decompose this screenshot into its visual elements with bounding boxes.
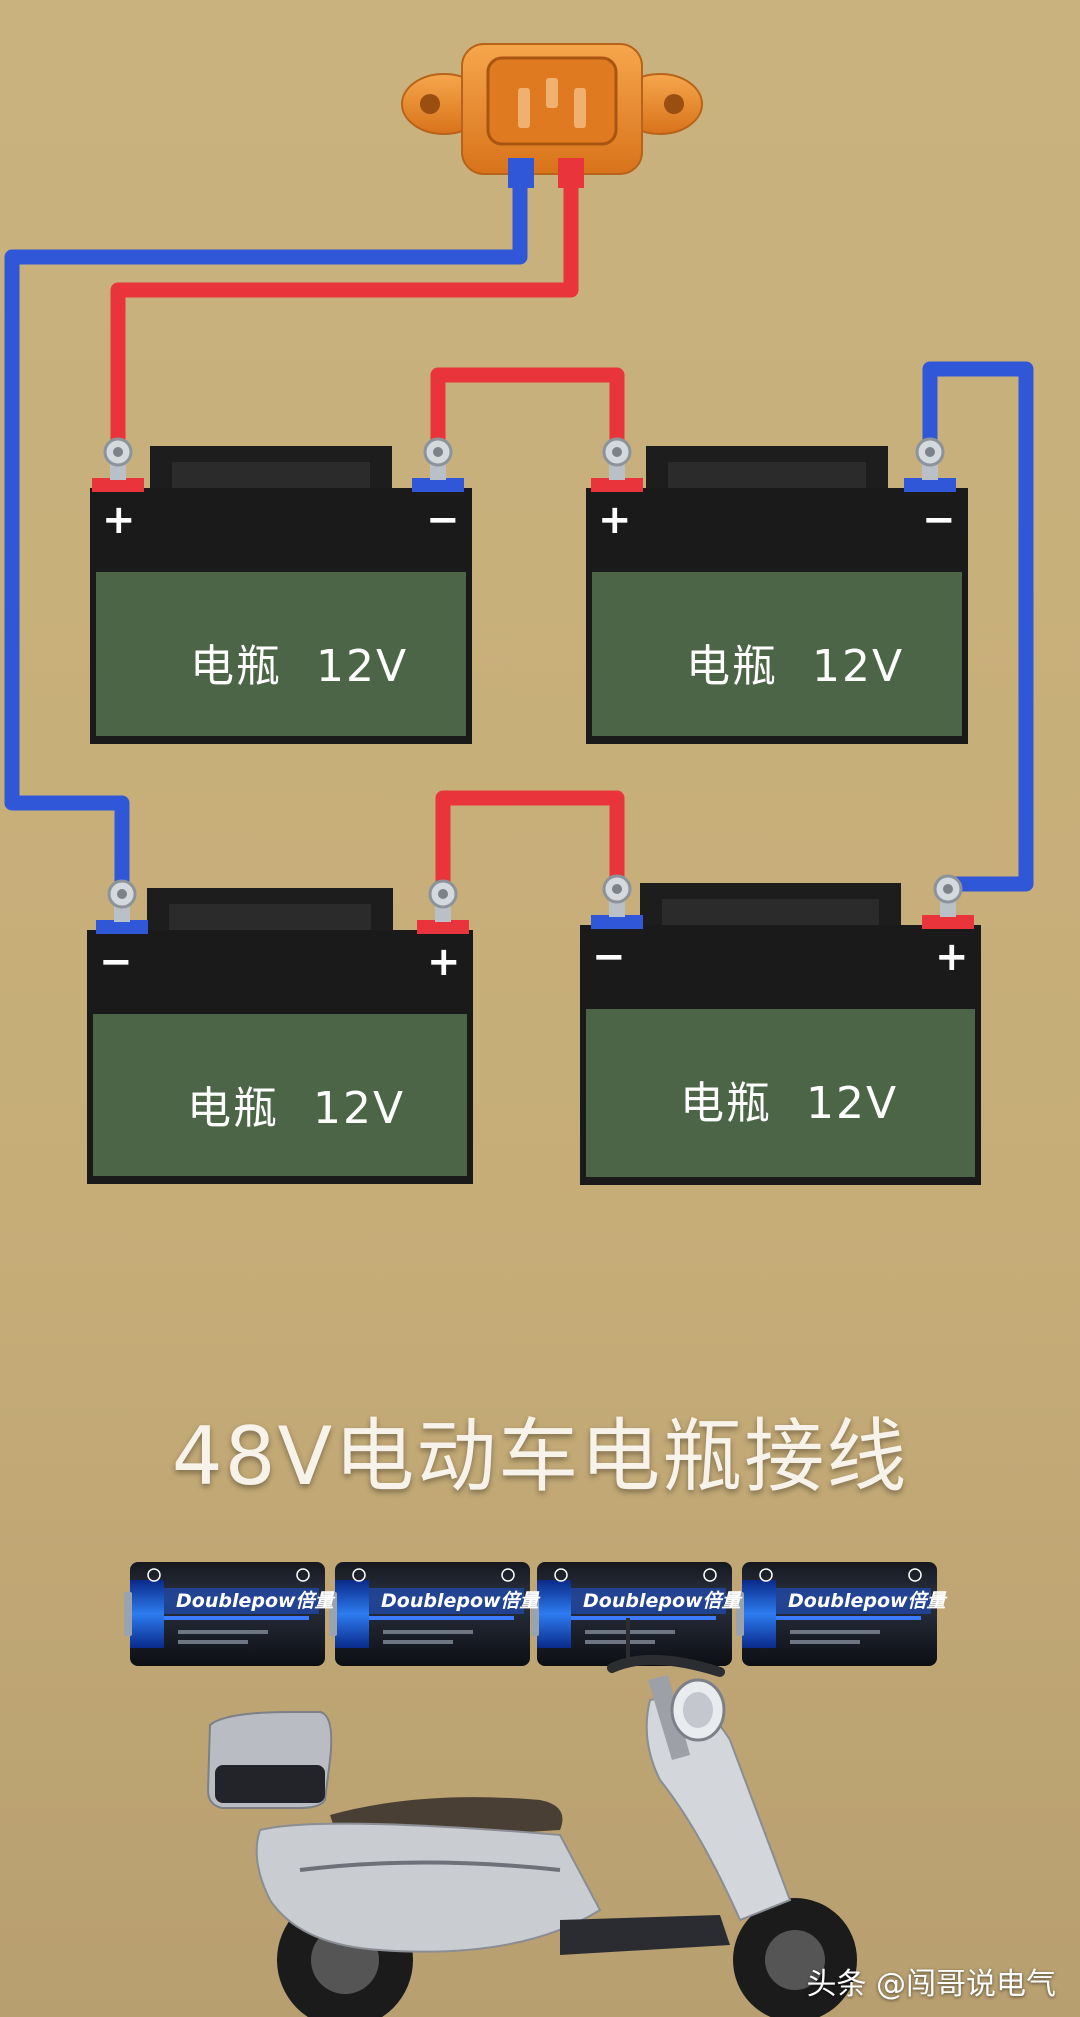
battery-label: 电瓶 12V: [686, 630, 904, 694]
right-side-wire: [922, 361, 1034, 892]
terminal-sign-right: −: [922, 497, 956, 543]
terminal-sign-left: +: [598, 497, 632, 543]
battery-label: 电瓶 12V: [680, 1067, 898, 1131]
negative-terminal: [96, 920, 148, 934]
battery-name: 电瓶: [190, 641, 282, 692]
battery-top-left: [90, 437, 472, 744]
positive-terminal: [92, 478, 144, 492]
negative-terminal: [904, 478, 956, 492]
negative-main-wire: [4, 177, 528, 890]
battery-label: 电瓶 12V: [190, 630, 408, 694]
terminal-sign-left: −: [99, 939, 133, 985]
bottom-jumper-wire: [435, 790, 625, 901]
negative-terminal: [591, 915, 643, 929]
terminal-sign-right: −: [426, 497, 460, 543]
positive-terminal: [417, 920, 469, 934]
scooter-illustration: [206, 1618, 857, 2017]
battery-voltage: 12V: [806, 1078, 899, 1129]
positive-main-wire: [110, 177, 579, 460]
cell-brand: Doublepow倍量: [788, 1590, 946, 1612]
positive-terminal: [591, 478, 643, 492]
terminal-sign-left: −: [592, 934, 626, 980]
battery-bottom-right: [580, 874, 981, 1185]
terminal-sign-right: +: [427, 939, 461, 985]
battery-voltage: 12V: [316, 641, 409, 692]
charging-connector: [401, 43, 703, 188]
cell: [124, 1562, 325, 1666]
cell-brand: Doublepow倍量: [381, 1590, 539, 1612]
battery-bottom-left: [87, 879, 473, 1184]
cell: [736, 1562, 937, 1666]
top-jumper-wire: [430, 367, 625, 463]
battery-name: 电瓶: [680, 1078, 772, 1129]
battery-voltage: 12V: [812, 641, 905, 692]
terminal-sign-left: +: [102, 497, 136, 543]
battery-name: 电瓶: [187, 1083, 279, 1134]
negative-terminal: [412, 478, 464, 492]
battery-voltage: 12V: [313, 1083, 406, 1134]
battery-label: 电瓶 12V: [187, 1072, 405, 1136]
terminal-sign-right: +: [935, 934, 969, 980]
cell-brand: Doublepow倍量: [176, 1590, 334, 1612]
positive-terminal: [922, 915, 974, 929]
cylindrical-cells: [124, 1562, 937, 1666]
cell-brand: Doublepow倍量: [583, 1590, 741, 1612]
diagram-title: 48V电动车电瓶接线: [171, 1410, 909, 1503]
batteries: [87, 437, 981, 1185]
cell: [531, 1562, 732, 1666]
battery-top-right: [586, 437, 968, 744]
wires: [4, 177, 1034, 901]
watermark: 头条 @闯哥说电气: [806, 1967, 1056, 2002]
cell: [329, 1562, 530, 1666]
battery-name: 电瓶: [686, 641, 778, 692]
